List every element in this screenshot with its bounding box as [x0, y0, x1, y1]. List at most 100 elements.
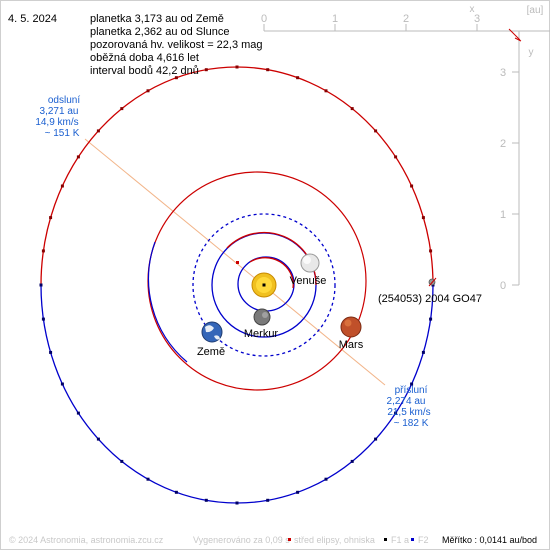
- orbit-point: [421, 350, 425, 354]
- orbit-point: [174, 490, 178, 494]
- date-label: 4. 5. 2024: [8, 13, 57, 25]
- orbit-point: [374, 129, 378, 133]
- orbit-point: [296, 490, 300, 494]
- generated-time: Vygenerováno za 0,09 s: [193, 535, 290, 545]
- footer: © 2024 Astronomia, astronomia.zcu.cz Vyg…: [9, 535, 537, 545]
- mercury-orbit-north: [249, 257, 294, 289]
- asteroid-orbit-north: [40, 66, 434, 286]
- y-tick-label: 1: [500, 209, 506, 221]
- f1-legend: F1 a: [391, 535, 409, 545]
- orbit-point: [76, 411, 80, 415]
- center-legend-icon: [288, 538, 291, 541]
- orbit-point: [41, 249, 45, 253]
- orbit-point: [429, 249, 433, 253]
- aphelion-distance: 3,271 au: [40, 106, 79, 117]
- orbit-point: [410, 184, 414, 188]
- earth-planet: [201, 321, 223, 343]
- orbit-point: [146, 89, 150, 93]
- orbit-point: [296, 76, 300, 80]
- y-axis: 3 2 1 0 y: [500, 31, 534, 292]
- earth-orbit: [192, 213, 336, 357]
- orbit-point: [266, 68, 270, 72]
- orbit-point: [120, 107, 124, 111]
- orbit-point: [350, 459, 354, 463]
- orbit-point: [266, 498, 270, 502]
- info-period: oběžná doba 4,616 let: [90, 52, 199, 64]
- asteroid-orbit-south: [40, 284, 434, 504]
- orbit-point: [421, 216, 425, 220]
- apsis-line: [84, 138, 386, 386]
- orbit-point: [235, 501, 239, 505]
- info-sun-distance: planetka 2,362 au od Slunce: [90, 26, 229, 38]
- x-axis: 0 1 2 3 x [au]: [261, 4, 550, 32]
- orbit-point: [410, 382, 414, 386]
- orbit-point: [76, 155, 80, 159]
- orbit-point: [96, 129, 100, 133]
- y-axis-label: y: [529, 47, 534, 58]
- mars-planet: [340, 316, 362, 338]
- x-tick-label: 0: [261, 13, 267, 25]
- info-interval: interval bodů 42,2 dnů: [90, 65, 199, 77]
- y-tick-label: 0: [500, 280, 506, 292]
- orbit-point: [96, 437, 100, 441]
- asteroid-marker: [428, 277, 437, 287]
- orbit-points: [39, 65, 435, 505]
- orbit-point: [41, 317, 45, 321]
- perihelion-distance: 2,274 au: [387, 396, 426, 407]
- x-tick-label: 1: [332, 13, 338, 25]
- mercury-label: Merkur: [244, 328, 279, 340]
- y-tick-label: 3: [500, 67, 506, 79]
- orbit-point: [39, 283, 43, 287]
- x-tick-label: 3: [474, 13, 480, 25]
- asteroid-label: (254053) 2004 GO47: [378, 293, 482, 305]
- orbit-point: [120, 459, 124, 463]
- perihelion-annotation: přísluní 2,274 au 21,5 km/s ~ 182 K: [387, 385, 431, 429]
- aphelion-title: odsluní: [48, 95, 80, 106]
- orbit-point: [394, 155, 398, 159]
- f2-legend: F2: [418, 535, 429, 545]
- x-tick-label: 2: [403, 13, 409, 25]
- perihelion-speed: 21,5 km/s: [387, 407, 430, 418]
- orbit-point: [60, 382, 64, 386]
- aphelion-temperature: ~ 151 K: [45, 128, 80, 139]
- aphelion-speed: 14,9 km/s: [35, 117, 78, 128]
- unit-label: [au]: [527, 5, 544, 16]
- orbit-point: [324, 89, 328, 93]
- f1-legend-icon: [384, 538, 387, 541]
- center-legend: střed elipsy, ohniska: [294, 535, 375, 545]
- scale-label: Měřítko : 0,0141 au/bod: [442, 535, 537, 545]
- perihelion-title: přísluní: [395, 385, 428, 396]
- mars-label: Mars: [339, 339, 364, 351]
- orbit-point: [60, 184, 64, 188]
- orbit-point: [146, 477, 150, 481]
- earth-label: Země: [197, 346, 225, 358]
- venus-label: Venuše: [290, 275, 327, 287]
- perihelion-temperature: ~ 182 K: [394, 418, 429, 429]
- aphelion-annotation: odsluní 3,271 au 14,9 km/s ~ 151 K: [35, 95, 80, 139]
- orbit-point: [174, 76, 178, 80]
- orbit-point: [204, 68, 208, 72]
- mars-orbit-south: [148, 241, 188, 363]
- mercury-planet: [253, 308, 271, 326]
- orbit-point: [350, 107, 354, 111]
- orbit-point: [235, 65, 239, 69]
- orbit-point: [394, 411, 398, 415]
- venus-planet: [300, 253, 320, 273]
- orbit-point: [324, 477, 328, 481]
- f2-legend-icon: [411, 538, 414, 541]
- info-block: planetka 3,173 au od Země planetka 2,362…: [90, 13, 263, 77]
- ellipse-center-marker: [236, 261, 239, 264]
- orbit-point: [49, 216, 53, 220]
- copyright: © 2024 Astronomia, astronomia.zcu.cz: [9, 535, 164, 545]
- sun: [251, 272, 277, 298]
- orbit-point: [429, 317, 433, 321]
- direction-arrow-icon: [508, 28, 522, 42]
- orbit-point: [204, 498, 208, 502]
- info-earth-distance: planetka 3,173 au od Země: [90, 13, 224, 25]
- orbit-point: [49, 350, 53, 354]
- x-axis-label: x: [470, 4, 475, 15]
- y-tick-label: 2: [500, 138, 506, 150]
- orbit-point: [374, 437, 378, 441]
